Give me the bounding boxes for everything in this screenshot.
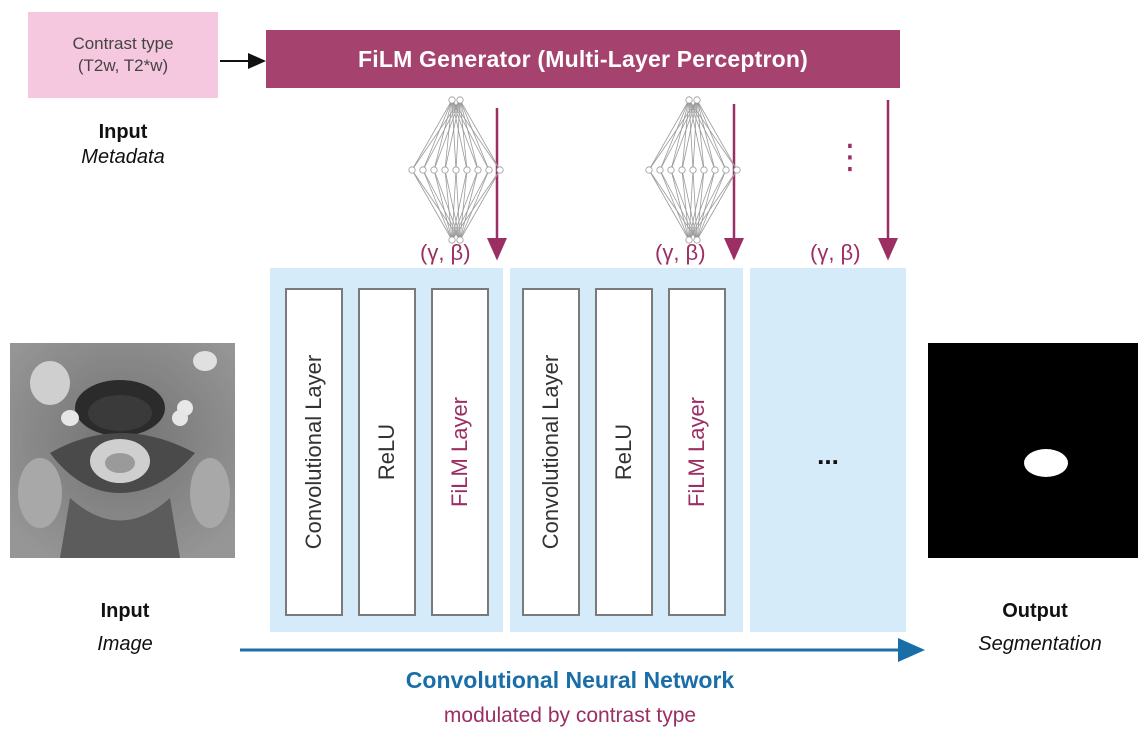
output-caption-subtitle: Segmentation: [978, 633, 1102, 655]
film-generator-label: FiLM Generator (Multi-Layer Perceptron): [358, 45, 808, 72]
gamma-beta-label-2: (γ, β): [655, 240, 706, 265]
film-generator-bar: FiLM Generator (Multi-Layer Perceptron): [266, 30, 900, 88]
mlp-node: [408, 166, 416, 174]
conv-layer-label: Convolutional Layer: [538, 354, 563, 550]
mlp-node: [452, 166, 460, 174]
metadata-caption-subtitle: Metadata: [81, 146, 165, 168]
mlp-network-icon: [645, 96, 741, 244]
mlp-node: [685, 236, 693, 244]
vertical-ellipsis: ⋮: [833, 138, 867, 176]
film-layer: FiLM Layer: [431, 288, 489, 616]
cnn-block-1: Convolutional Layer ReLU FiLM Layer: [270, 268, 503, 632]
mlp-node: [419, 166, 427, 174]
mlp-node: [685, 96, 693, 104]
mlp-node: [700, 166, 708, 174]
mlp-node: [474, 166, 482, 174]
mlp-node: [430, 166, 438, 174]
film-layer-label: FiLM Layer: [447, 396, 472, 508]
relu-layer: ReLU: [358, 288, 416, 616]
input-mri-image: [10, 343, 235, 558]
metadata-caption-title: Input: [98, 121, 148, 143]
output-caption-title: Output: [1002, 600, 1068, 622]
film-layer: FiLM Layer: [668, 288, 726, 616]
conv-layer: Convolutional Layer: [285, 288, 343, 616]
gamma-beta-label-1: (γ, β): [420, 240, 471, 265]
gamma-beta-label-3: (γ, β): [810, 240, 861, 265]
relu-layer-label: ReLU: [374, 423, 399, 481]
mlp-node: [448, 96, 456, 104]
mlp-node: [678, 166, 686, 174]
mlp-node: [456, 96, 464, 104]
cnn-block-2: Convolutional Layer ReLU FiLM Layer: [510, 268, 743, 632]
cnn-subtitle: modulated by contrast type: [443, 704, 697, 727]
mlp-node: [456, 236, 464, 244]
input-image-caption-title: Input: [100, 600, 150, 622]
metadata-line-2: (T2w, T2*w): [77, 56, 169, 75]
cnn-block-continuation: [750, 268, 906, 632]
cnn-title: Convolutional Neural Network: [405, 667, 735, 693]
film-layer-label: FiLM Layer: [684, 396, 709, 508]
mlp-node: [463, 166, 471, 174]
mlp-node: [711, 166, 719, 174]
block-ellipsis: ...: [817, 440, 839, 470]
metadata-line-1: Contrast type: [72, 34, 174, 53]
mlp-node: [448, 236, 456, 244]
mlp-node: [693, 236, 701, 244]
conv-layer-label: Convolutional Layer: [301, 354, 326, 550]
mlp-node: [496, 166, 504, 174]
segmentation-mask: [1024, 449, 1068, 477]
relu-layer-label: ReLU: [611, 423, 636, 481]
mlp-node: [645, 166, 653, 174]
conv-layer: Convolutional Layer: [522, 288, 580, 616]
mlp-node: [667, 166, 675, 174]
input-image-caption-subtitle: Image: [97, 633, 153, 655]
metadata-input-box: Contrast type (T2w, T2*w): [28, 12, 218, 98]
mlp-node: [656, 166, 664, 174]
output-segmentation-image: [928, 343, 1138, 558]
mlp-network-icon: [408, 96, 504, 244]
mlp-node: [693, 96, 701, 104]
mlp-node: [485, 166, 493, 174]
relu-layer: ReLU: [595, 288, 653, 616]
mlp-node: [689, 166, 697, 174]
mlp-node: [733, 166, 741, 174]
mlp-node: [722, 166, 730, 174]
mlp-node: [441, 166, 449, 174]
